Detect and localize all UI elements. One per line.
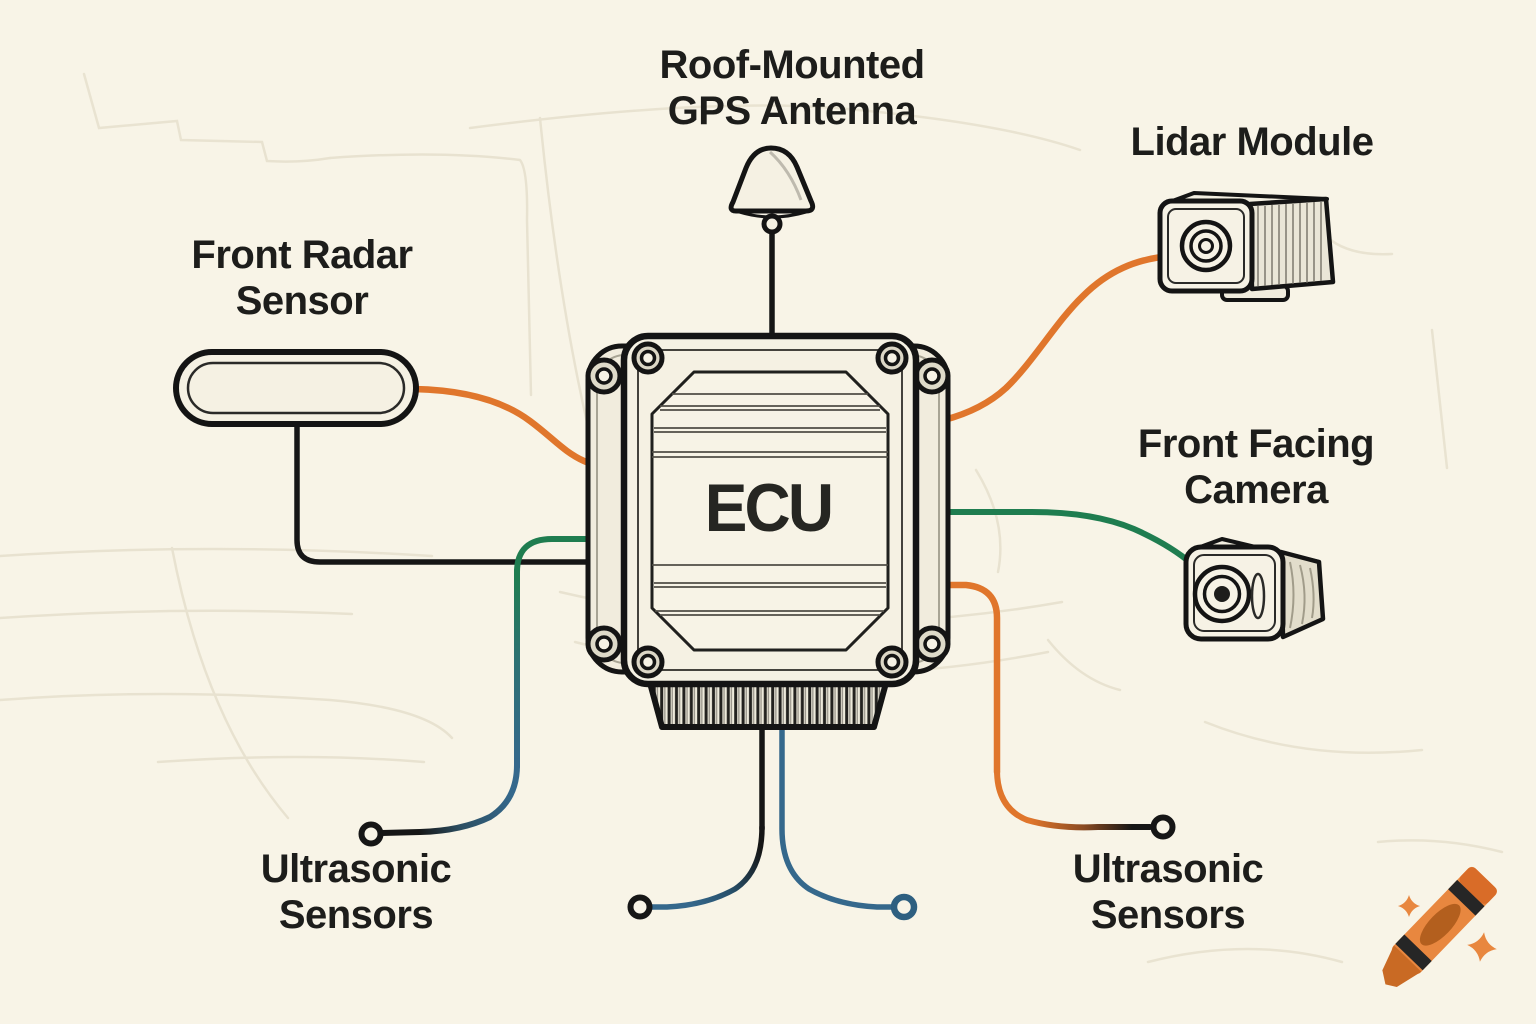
wire-terminals (358, 814, 1176, 921)
ecu-module-icon (585, 332, 951, 730)
ecu-connector (647, 680, 889, 730)
wire-bottom-right (779, 697, 895, 910)
terminal-bottom-right (890, 893, 918, 921)
label-radar-line2: Sensor (235, 279, 369, 323)
lidar-lens (1179, 219, 1233, 273)
label-ultrasonic-left-line1: Ultrasonic (260, 847, 452, 891)
label-front-camera: Front Facing Camera (1137, 421, 1375, 513)
crayon-logo (1382, 866, 1498, 988)
lidar-module-icon (1157, 191, 1336, 302)
ecu-faceplate (650, 370, 890, 652)
label-ultrasonic-left-line2: Sensors (278, 893, 434, 937)
wires (294, 226, 1195, 910)
terminal-ultrasonic-left (358, 821, 384, 847)
heatsink-ridges (652, 393, 888, 616)
wire-ultrasonic-right-end (994, 767, 1153, 831)
sparkle-icon (1467, 932, 1497, 962)
camera-lens (1192, 564, 1252, 624)
label-lidar-line1: Lidar Module (1130, 120, 1374, 164)
wire-ultrasonic-right-orange (940, 581, 1001, 776)
label-ultrasonic-right-line1: Ultrasonic (1072, 847, 1264, 891)
terminal-bottom-left (627, 894, 653, 920)
label-gps-line2: GPS Antenna (667, 89, 917, 133)
label-lidar-module: Lidar Module (1131, 119, 1374, 165)
wire-camera (941, 509, 1195, 567)
label-gps-line1: Roof-Mounted (659, 43, 925, 87)
front-camera-icon (1183, 537, 1326, 642)
wire-radar-black (294, 421, 609, 565)
terminal-ultrasonic-right (1150, 814, 1176, 840)
wire-ultrasonic-left-green (514, 536, 609, 575)
radar-sensor-icon (173, 349, 419, 427)
label-camera-line2: Camera (1184, 468, 1328, 512)
ecu-label: ECU (704, 470, 834, 546)
wire-bottom-left-bend (649, 824, 765, 910)
label-front-radar: Front Radar Sensor (191, 232, 413, 324)
label-ultrasonic-left: Ultrasonic Sensors (261, 846, 452, 938)
gps-antenna-icon (728, 145, 816, 235)
sparkle-icon (1397, 894, 1421, 918)
label-camera-line1: Front Facing (1137, 422, 1375, 466)
label-ultrasonic-right: Ultrasonic Sensors (1073, 846, 1264, 938)
ecu-inner-screws (631, 341, 909, 679)
label-gps-antenna: Roof-Mounted GPS Antenna (659, 42, 925, 134)
wire-lidar (940, 252, 1174, 424)
wire-ultrasonic-left-end (379, 762, 520, 836)
label-radar-line1: Front Radar (191, 233, 413, 277)
label-ultrasonic-right-line2: Sensors (1090, 893, 1246, 937)
